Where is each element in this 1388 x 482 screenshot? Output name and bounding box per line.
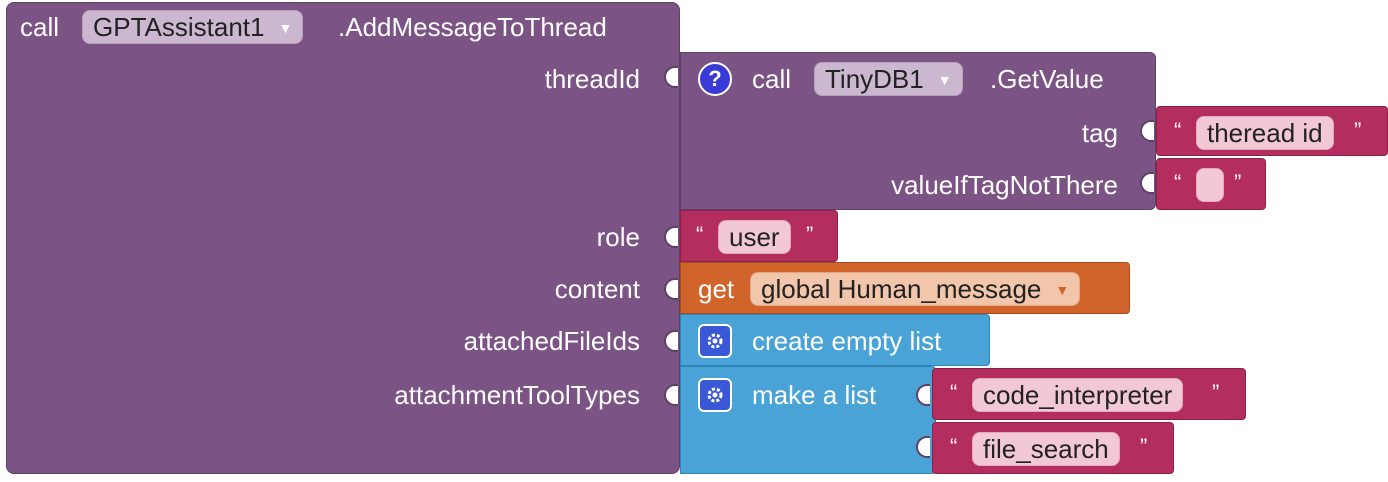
tinydb-component-dropdown[interactable]: TinyDB1 ▼	[814, 62, 963, 96]
code-interpreter-field[interactable]: code_interpreter	[972, 378, 1184, 412]
param-content: content	[554, 274, 640, 304]
open-quote: “	[1174, 118, 1182, 143]
socket-notch	[916, 436, 930, 458]
socket-notch	[1140, 172, 1154, 194]
make-a-list-label: make a list	[752, 380, 877, 410]
empty-text-field[interactable]	[1196, 168, 1224, 202]
variable-dropdown[interactable]: global Human_message ▼	[750, 272, 1081, 306]
chevron-down-icon: ▼	[937, 72, 952, 88]
method-label: .AddMessageToThread	[338, 12, 607, 42]
chevron-down-icon: ▼	[1055, 282, 1070, 298]
socket-notch	[664, 66, 678, 88]
close-quote: ”	[806, 222, 814, 247]
get-label: get	[698, 274, 735, 304]
value-if-label: valueIfTagNotThere	[891, 170, 1118, 200]
socket-notch	[664, 226, 678, 248]
add-message-to-thread-block[interactable]	[6, 2, 680, 474]
open-quote: “	[950, 380, 958, 405]
role-text-field[interactable]: user	[718, 220, 791, 254]
open-quote: “	[696, 222, 704, 247]
socket-notch	[664, 330, 678, 352]
tinydb-method-label: .GetValue	[990, 64, 1104, 94]
close-quote: ”	[1234, 170, 1242, 195]
tinydb-call-label: call	[752, 64, 792, 94]
socket-notch	[1140, 120, 1154, 142]
chevron-down-icon: ▼	[278, 20, 293, 36]
help-icon[interactable]: ?	[698, 62, 732, 96]
close-quote: ”	[1140, 434, 1148, 459]
tag-label: tag	[1081, 118, 1118, 148]
file-search-field[interactable]: file_search	[972, 432, 1120, 466]
component-dropdown[interactable]: GPTAssistant1 ▼	[82, 10, 304, 44]
socket-notch	[664, 384, 678, 406]
close-quote: ”	[1354, 118, 1362, 143]
tag-text-field[interactable]: theread id	[1196, 116, 1334, 150]
call-label: call	[20, 12, 60, 42]
param-attachedFileIds: attachedFileIds	[463, 326, 640, 356]
param-threadId: threadId	[544, 64, 640, 94]
close-quote: ”	[1212, 380, 1220, 405]
variable-name: global Human_message	[761, 274, 1042, 304]
socket-notch	[664, 278, 678, 300]
open-quote: “	[1174, 170, 1182, 195]
create-empty-list-label: create empty list	[752, 326, 942, 356]
param-attachmentToolTypes: attachmentToolTypes	[394, 380, 640, 410]
socket-notch	[916, 384, 930, 406]
gear-icon[interactable]	[698, 378, 732, 412]
tinydb-component-name: TinyDB1	[825, 64, 924, 94]
component-name: GPTAssistant1	[93, 12, 265, 42]
param-role: role	[596, 222, 640, 252]
open-quote: “	[950, 434, 958, 459]
gear-icon[interactable]	[698, 324, 732, 358]
